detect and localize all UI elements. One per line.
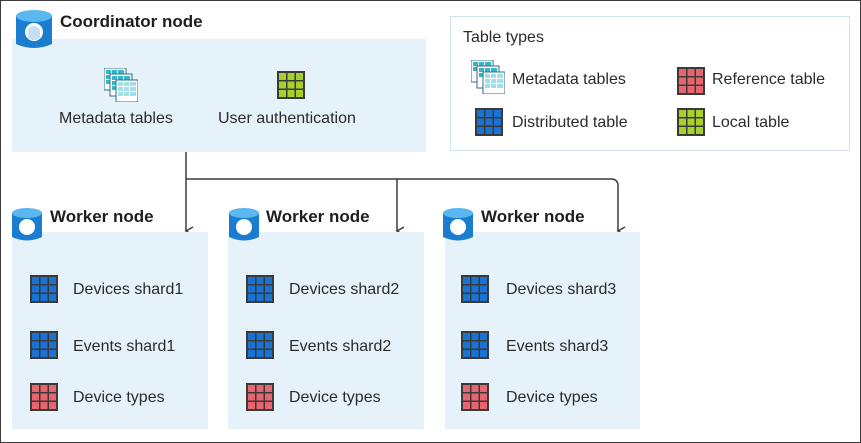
legend-panel <box>450 16 850 151</box>
local-table-icon <box>277 71 305 99</box>
reference-table-icon <box>677 67 705 95</box>
reference-table-icon <box>246 383 274 411</box>
reference-table-icon <box>30 383 58 411</box>
coordinator-item-label: User authentication <box>218 110 356 127</box>
shard-label: Devices shard2 <box>289 281 400 298</box>
shard-label: Device types <box>289 389 381 406</box>
worker-title: Worker node <box>481 207 585 226</box>
legend-item-label: Metadata tables <box>512 71 626 88</box>
distributed-table-icon <box>246 275 274 303</box>
coordinator-node <box>12 39 426 152</box>
legend-title: Table types <box>463 29 544 46</box>
distributed-table-icon <box>30 331 58 359</box>
local-table-icon <box>677 108 705 136</box>
shard-label: Device types <box>506 389 598 406</box>
connector-worker-3 <box>397 178 626 236</box>
distributed-table-icon <box>30 275 58 303</box>
postgres-database-icon <box>16 10 52 48</box>
legend-item-label: Distributed table <box>512 114 628 131</box>
shard-label: Devices shard1 <box>73 281 184 298</box>
metadata-table-icon <box>471 60 505 94</box>
distributed-table-icon <box>475 108 503 136</box>
shard-label: Events shard2 <box>289 338 392 355</box>
worker-title: Worker node <box>266 207 370 226</box>
coordinator-item-label: Metadata tables <box>59 110 173 127</box>
distributed-table-icon <box>461 275 489 303</box>
legend-item-label: Local table <box>712 114 790 131</box>
postgres-database-icon <box>12 208 42 241</box>
shard-label: Events shard1 <box>73 338 176 355</box>
shard-label: Device types <box>73 389 165 406</box>
reference-table-icon <box>461 383 489 411</box>
postgres-database-icon <box>229 208 259 241</box>
distributed-table-icon <box>246 331 274 359</box>
shard-label: Devices shard3 <box>506 281 617 298</box>
worker-title: Worker node <box>50 207 154 226</box>
legend-item-label: Reference table <box>712 71 825 88</box>
coordinator-title: Coordinator node <box>60 12 203 31</box>
metadata-table-icon <box>104 68 138 102</box>
shard-label: Events shard3 <box>506 338 609 355</box>
distributed-table-icon <box>461 331 489 359</box>
postgres-database-icon <box>443 208 473 241</box>
